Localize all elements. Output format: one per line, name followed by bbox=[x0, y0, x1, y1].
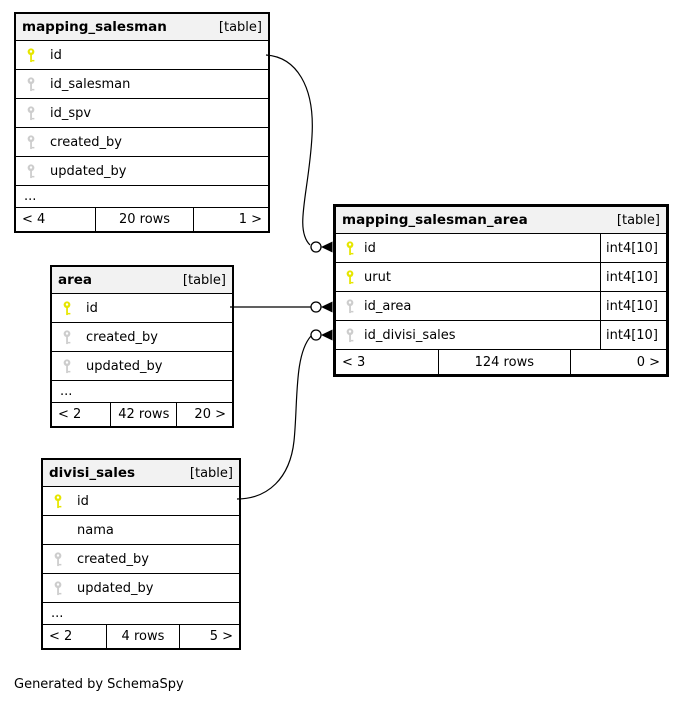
table-mapping_salesman[interactable]: mapping_salesman [table] id id_salesman … bbox=[14, 12, 270, 233]
column-row-id_divisi_sales: id_divisi_sales int4[10] bbox=[336, 321, 666, 350]
column-row-id: id int4[10] bbox=[336, 234, 666, 263]
table-type-badge: [table] bbox=[189, 465, 233, 481]
table-type-badge: [table] bbox=[182, 272, 226, 288]
table-header: divisi_sales [table] bbox=[43, 460, 239, 487]
column-name: id_spv bbox=[50, 105, 92, 121]
parents-count: 20 > bbox=[194, 407, 226, 422]
column-name: id bbox=[77, 493, 89, 509]
table-type-badge: [table] bbox=[616, 212, 660, 228]
table-header: area [table] bbox=[52, 267, 232, 294]
relationship-mapping_salesman-to-area-table bbox=[265, 54, 333, 253]
column-type: int4[10] bbox=[600, 263, 666, 291]
primary-key-icon bbox=[343, 269, 356, 285]
column-row-id: id bbox=[43, 487, 239, 516]
table-mapping_salesman_area[interactable]: mapping_salesman_area [table] id int4[10… bbox=[333, 204, 669, 377]
index-key-icon bbox=[343, 298, 356, 314]
column-name: id_divisi_sales bbox=[364, 327, 456, 343]
table-header: mapping_salesman_area [table] bbox=[336, 207, 666, 234]
zero-or-one-circle bbox=[310, 329, 322, 341]
column-row-id: id bbox=[16, 41, 268, 70]
column-row-updated_by: updated_by bbox=[43, 574, 239, 603]
column-row-id_area: id_area int4[10] bbox=[336, 292, 666, 321]
generated-by-note: Generated by SchemaSpy bbox=[14, 677, 184, 692]
table-stats-row: < 4 20 rows 1 > bbox=[16, 208, 268, 231]
column-row-id: id bbox=[52, 294, 232, 323]
column-name: updated_by bbox=[50, 163, 127, 179]
primary-key-icon bbox=[24, 47, 37, 63]
row-count: 124 rows bbox=[439, 350, 571, 374]
table-type-badge: [table] bbox=[218, 19, 262, 35]
more-columns-ellipsis: ... bbox=[16, 186, 268, 208]
parents-count: 0 > bbox=[636, 354, 660, 370]
primary-key-icon bbox=[343, 240, 356, 256]
table-name[interactable]: mapping_salesman bbox=[22, 19, 167, 35]
index-key-icon bbox=[24, 134, 37, 150]
crow-foot-arrow bbox=[321, 301, 333, 313]
row-count: 4 rows bbox=[107, 625, 181, 648]
zero-or-one-circle bbox=[310, 301, 322, 313]
children-count: < 4 bbox=[16, 208, 97, 231]
row-count: 20 rows bbox=[96, 208, 194, 231]
children-count: < 2 bbox=[43, 625, 107, 648]
column-name: id bbox=[50, 47, 62, 63]
column-row-updated_by: updated_by bbox=[16, 157, 268, 186]
table-name[interactable]: divisi_sales bbox=[49, 465, 136, 481]
index-key-icon bbox=[343, 327, 356, 343]
crow-foot-arrow bbox=[321, 241, 333, 253]
column-name: id bbox=[86, 300, 98, 316]
column-row-nama: nama bbox=[43, 516, 239, 545]
column-row-created_by: created_by bbox=[43, 545, 239, 574]
table-stats-row: < 2 42 rows 20 > bbox=[52, 403, 232, 426]
column-name: urut bbox=[364, 269, 391, 285]
column-type: int4[10] bbox=[600, 292, 666, 320]
column-row-urut: urut int4[10] bbox=[336, 263, 666, 292]
column-name: created_by bbox=[86, 329, 158, 345]
table-stats-row: < 2 4 rows 5 > bbox=[43, 625, 239, 648]
index-key-icon bbox=[24, 76, 37, 92]
column-name: updated_by bbox=[77, 580, 154, 596]
column-name: id_salesman bbox=[50, 76, 131, 92]
more-columns-ellipsis: ... bbox=[52, 381, 232, 403]
column-type: int4[10] bbox=[600, 234, 666, 262]
more-columns-ellipsis: ... bbox=[43, 603, 239, 625]
column-name: created_by bbox=[77, 551, 149, 567]
column-row-updated_by: updated_by bbox=[52, 352, 232, 381]
column-row-id_spv: id_spv bbox=[16, 99, 268, 128]
index-key-icon bbox=[60, 329, 73, 345]
index-key-icon bbox=[51, 580, 64, 596]
table-stats-row: < 3 124 rows 0 > bbox=[336, 350, 666, 374]
primary-key-icon bbox=[60, 300, 73, 316]
table-name[interactable]: area bbox=[58, 272, 93, 288]
zero-or-one-circle bbox=[310, 241, 322, 253]
table-name[interactable]: mapping_salesman_area bbox=[342, 212, 528, 228]
column-name: id_area bbox=[364, 298, 412, 314]
column-name: created_by bbox=[50, 134, 122, 150]
children-count: < 3 bbox=[336, 350, 439, 374]
relationship-area-to-mapping_salesman_area bbox=[230, 301, 333, 313]
parents-count: 1 > bbox=[238, 212, 262, 227]
column-name: id bbox=[364, 240, 376, 256]
index-key-icon bbox=[24, 105, 37, 121]
parents-count: 5 > bbox=[209, 629, 233, 644]
column-name: nama bbox=[77, 522, 114, 538]
index-key-icon bbox=[24, 163, 37, 179]
relationship-divisi_sales-to-mapping_salesman_area bbox=[236, 329, 333, 500]
column-row-id_salesman: id_salesman bbox=[16, 70, 268, 99]
column-row-created_by: created_by bbox=[16, 128, 268, 157]
table-header: mapping_salesman [table] bbox=[16, 14, 268, 41]
children-count: < 2 bbox=[52, 403, 112, 426]
table-area[interactable]: area [table] id created_by updated_by ..… bbox=[50, 265, 234, 428]
column-row-created_by: created_by bbox=[52, 323, 232, 352]
primary-key-icon bbox=[51, 493, 64, 509]
column-name: updated_by bbox=[86, 358, 163, 374]
column-type: int4[10] bbox=[600, 321, 666, 349]
table-divisi_sales[interactable]: divisi_sales [table] id nama created_by … bbox=[41, 458, 241, 650]
index-key-icon bbox=[51, 551, 64, 567]
crow-foot-arrow bbox=[321, 329, 333, 341]
row-count: 42 rows bbox=[111, 403, 178, 426]
index-key-icon bbox=[60, 358, 73, 374]
